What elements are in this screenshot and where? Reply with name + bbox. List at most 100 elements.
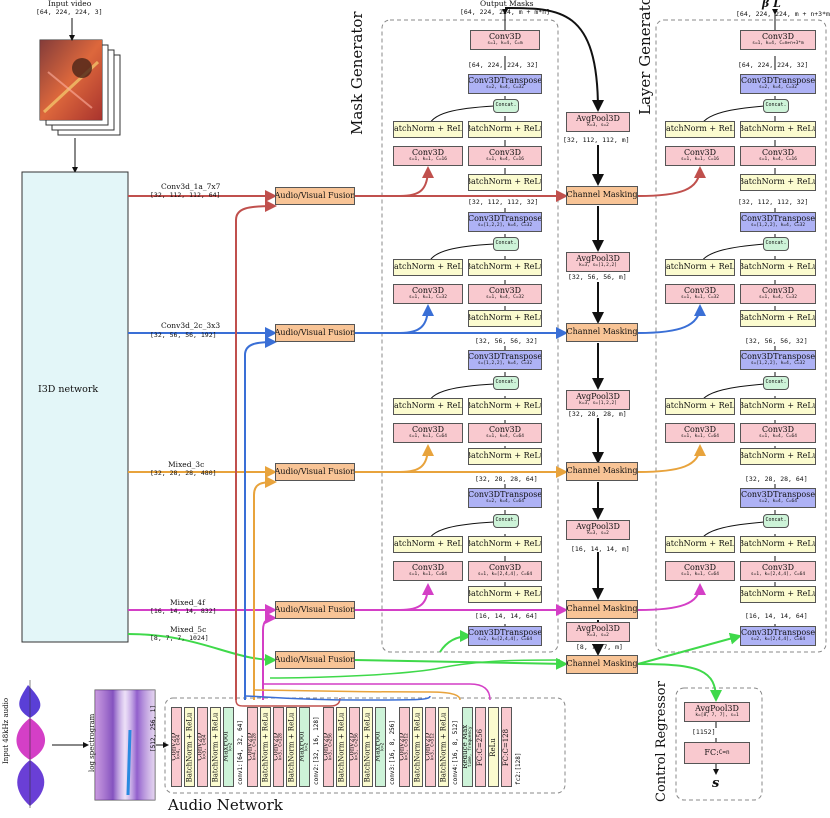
pool-5-dims: [8, 7, 7, m] bbox=[576, 643, 623, 651]
channel-masking-3: Channel Masking bbox=[566, 462, 638, 481]
input-video-frames bbox=[39, 39, 121, 136]
audio-input-label: Input 48kHz audio bbox=[2, 697, 10, 764]
audio-layer-label: BatchNorm + ReLu bbox=[185, 712, 193, 782]
lg-bn-1b: BatchNorm + ReLu bbox=[740, 121, 816, 138]
audio-layer-params: k=2 bbox=[380, 742, 386, 752]
audio-layer-22: BatchNorm + ReLu bbox=[438, 707, 449, 787]
i3d-output-2-name: Conv3d_2c_3x3 bbox=[161, 321, 221, 330]
mg-bn-1c: BatchNorm + ReLu bbox=[468, 174, 542, 191]
audio-layer-label: BatchNorm + ReLu bbox=[337, 712, 345, 782]
av-fusion-3: Audio/Visual Fusion bbox=[275, 463, 355, 481]
audio-layer-params: k=4, C=64 bbox=[176, 734, 182, 760]
i3d-output-4-dims: [16, 14, 14, 832] bbox=[150, 607, 217, 615]
output-masks-dims: [64, 224, 224, m + m*n] bbox=[460, 8, 551, 16]
audio-waveform bbox=[16, 680, 46, 808]
mask-generator-title: Mask Generator bbox=[348, 11, 366, 135]
audio-layer-label: ReLu bbox=[489, 737, 498, 757]
mg-bn-1b: BatchNorm + ReLu bbox=[468, 121, 542, 138]
audio-layer-label: BatchNorm + ReLu bbox=[287, 712, 295, 782]
audio-layer-params: k=3, C=512 bbox=[404, 733, 410, 761]
lg-bn-2a: BatchNorm + ReLu bbox=[665, 259, 735, 276]
lg-bn-1c: BatchNorm + ReLu bbox=[740, 174, 816, 191]
lg-concat-1: Concat. bbox=[763, 99, 789, 113]
audio-layer-label: BatchNorm + ReLu bbox=[413, 712, 421, 782]
audio-layer-10: BatchNorm + ReLu bbox=[286, 707, 297, 787]
layer-generator-symbols: β L bbox=[762, 0, 781, 10]
audio-dims-label: conv3:[16, 8, 256] bbox=[389, 719, 396, 785]
audio-layer-label: BatchNorm + ReLu bbox=[261, 712, 269, 782]
mg-dims-2: [32, 112, 112, 32] bbox=[468, 198, 539, 206]
lg-bn-4a: BatchNorm + ReLu bbox=[665, 536, 735, 553]
audio-layer-params: k=4, C=128 bbox=[252, 733, 258, 761]
av-fusion-5: Audio/Visual Fusion bbox=[275, 651, 355, 669]
audio-layer-16: BatchNorm + ReLu bbox=[362, 707, 373, 787]
i3d-output-5-name: Mixed_5c bbox=[170, 625, 207, 634]
lg-bn-1a: BatchNorm + ReLu bbox=[665, 121, 735, 138]
channel-masking-5: Channel Masking bbox=[566, 655, 638, 674]
output-masks-label: Output Masks bbox=[480, 0, 534, 8]
spectrogram-dims: [512, 256, 1] bbox=[150, 705, 157, 752]
mg-bn-2b: BatchNorm + ReLu bbox=[468, 259, 542, 276]
cr-dims: [1152] bbox=[692, 728, 716, 736]
audio-layer-params: k=3, C=256 bbox=[328, 733, 334, 761]
mg-concat-3: Concat. bbox=[493, 376, 519, 390]
audio-layer-params: k=2 bbox=[304, 742, 310, 752]
audio-layer-params: k=3, C=64 bbox=[202, 734, 208, 760]
audio-layer-27: FC:C=128 bbox=[501, 707, 512, 787]
audio-network-region bbox=[164, 697, 566, 794]
i3d-output-2-dims: [32, 56, 56, 192] bbox=[150, 331, 217, 339]
layer-generator-title: Layer Generator bbox=[636, 0, 654, 115]
mg-bn-3c: BatchNorm + ReLu bbox=[468, 448, 542, 465]
audio-layer-label: BatchNorm + ReLu bbox=[211, 712, 219, 782]
i3d-label: I3D network bbox=[38, 384, 99, 395]
mg-bn-4b: BatchNorm + ReLu bbox=[468, 536, 542, 553]
lg-bn-4b: BatchNorm + ReLu bbox=[740, 536, 816, 553]
audio-dims-label: conv2:[32, 16, 128] bbox=[313, 716, 320, 785]
lg-concat-4: Concat. bbox=[763, 514, 789, 528]
channel-masking-1: Channel Masking bbox=[566, 186, 638, 205]
mg-concat-4: Concat. bbox=[493, 514, 519, 528]
audio-layer-20: BatchNorm + ReLu bbox=[412, 707, 423, 787]
pool-4-dims: [16, 14, 14, m] bbox=[571, 545, 630, 553]
mg-bn-4c: BatchNorm + ReLu bbox=[468, 586, 542, 603]
lg-bn-3a: BatchNorm + ReLu bbox=[665, 398, 735, 415]
av-fusion-4: Audio/Visual Fusion bbox=[275, 601, 355, 619]
mg-dims-5: [16, 14, 14, 64] bbox=[475, 612, 538, 620]
mg-bn-2a: BatchNorm + ReLu bbox=[393, 259, 463, 276]
pool-3-dims: [32, 28, 28, m] bbox=[568, 410, 627, 418]
audio-layer-26: ReLu bbox=[488, 707, 499, 787]
lg-bn-3b: BatchNorm + ReLu bbox=[740, 398, 816, 415]
lg-dims-3: [32, 56, 56, 32] bbox=[745, 337, 808, 345]
i3d-output-3-dims: [32, 28, 28, 480] bbox=[150, 469, 217, 477]
audio-layer-label: FC:C=256 bbox=[476, 728, 484, 766]
mask-generator-region bbox=[381, 19, 559, 653]
lg-bn-4c: BatchNorm + ReLu bbox=[740, 586, 816, 603]
lg-bn-2c: BatchNorm + ReLu bbox=[740, 310, 816, 327]
